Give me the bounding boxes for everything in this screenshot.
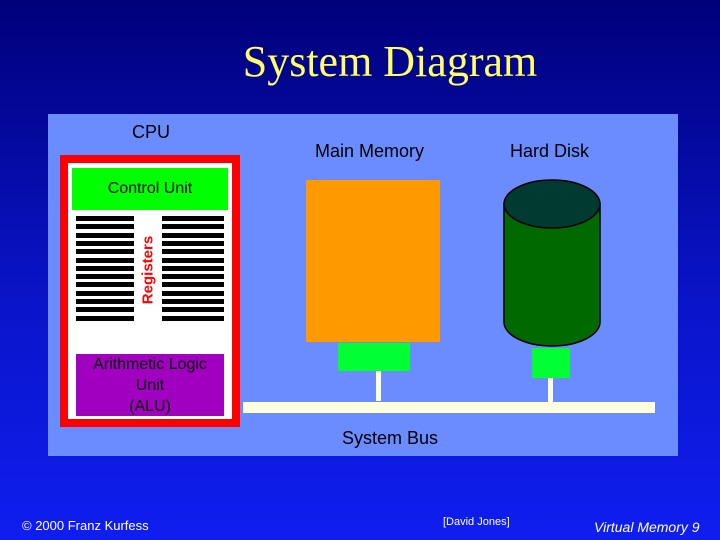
register-left: [76, 216, 134, 221]
register-left: [76, 240, 134, 246]
main-memory-box: [306, 180, 440, 342]
slide-title: System Diagram: [242, 37, 538, 86]
register-left: [76, 249, 134, 255]
register-right: [162, 232, 224, 238]
register-left: [76, 265, 134, 271]
hard-disk-bus-wire: [548, 378, 553, 402]
hard-disk-label: Hard Disk: [510, 141, 590, 161]
footer-credit: [David Jones]: [443, 516, 510, 528]
alu-box: Arithmetic Logic Unit (ALU): [76, 352, 224, 416]
main-memory-label: Main Memory: [315, 141, 425, 161]
register-right: [162, 224, 224, 230]
hard-disk-body: [503, 203, 601, 347]
register-right: [162, 299, 224, 304]
register-left: [76, 299, 134, 304]
register-left: [76, 257, 134, 263]
register-right: [162, 274, 224, 280]
hard-disk-cylinder: [503, 179, 601, 347]
register-right: [162, 307, 224, 313]
hard-disk-port: [532, 348, 570, 378]
register-right: [162, 257, 224, 263]
register-left: [76, 274, 134, 280]
register-right: [162, 290, 224, 296]
register-right: [162, 249, 224, 255]
register-right: [162, 265, 224, 271]
register-right: [162, 315, 224, 321]
alu-line-2: Unit: [135, 376, 165, 394]
alu-line-1: Arithmetic Logic: [93, 355, 207, 373]
hard-disk-top: [503, 179, 601, 229]
footer-copyright: © 2000 Franz Kurfess: [22, 518, 149, 533]
system-bus-line: [243, 402, 655, 413]
main-memory-bus-wire: [376, 371, 381, 401]
control-unit-box: Control Unit: [72, 168, 228, 210]
register-left: [76, 224, 134, 230]
registers-label: Registers: [139, 235, 157, 305]
register-left: [76, 232, 134, 238]
register-left: [76, 307, 134, 313]
cpu-label: CPU: [132, 122, 171, 142]
register-right: [162, 216, 224, 221]
footer-slide-number: Virtual Memory 9: [594, 519, 700, 535]
alu-line-3: (ALU): [129, 397, 171, 415]
register-left: [76, 282, 134, 288]
main-memory-port: [338, 343, 410, 371]
system-bus-label: System Bus: [342, 428, 439, 448]
register-left: [76, 290, 134, 296]
register-left: [76, 315, 134, 321]
register-right: [162, 282, 224, 288]
register-right: [162, 240, 224, 246]
